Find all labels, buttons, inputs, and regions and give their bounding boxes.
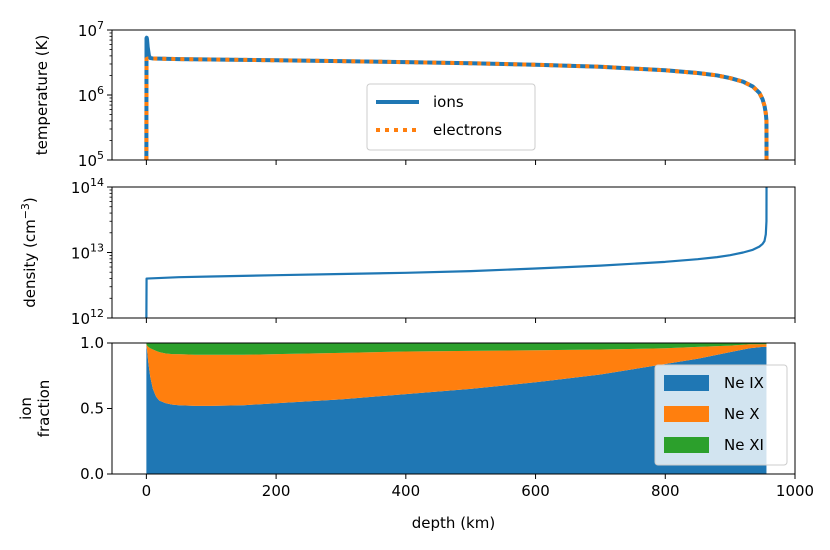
y-axis-label: temperature (K) [33,35,51,156]
y-tick-label: 105 [78,149,104,170]
x-tick-label: 1000 [776,482,814,500]
plot-area [146,343,767,474]
x-axis-label: depth (km) [412,514,495,532]
y-tick-label: 106 [78,84,104,105]
legend-label-electrons: electrons [433,121,502,139]
legend-swatch-ne-x [664,406,709,422]
legend-label-ions: ions [433,93,464,111]
y-axis-label: density (cm−3) [19,197,39,308]
series-line-electrons [144,56,769,160]
axes-frame [111,186,796,319]
y-tick-label: 107 [78,19,104,40]
y-axis-label: fraction [35,380,53,438]
legend-swatch-ne-ix [664,375,709,391]
area-ne-ix [146,345,767,474]
y-tick-label: 0.5 [80,400,104,418]
density-panel: 1012 1013 1014 density (cm−3) [19,176,796,328]
y-tick-label: 1.0 [80,334,104,352]
x-tick-label: 800 [651,482,680,500]
legend: Ne IX Ne X Ne XI [654,364,788,466]
y-tick-label: 0.0 [80,465,104,483]
y-axis-label: ion [17,397,35,420]
legend-label-ne-xi: Ne XI [724,436,764,454]
y-tick-label: 1012 [71,307,104,328]
y-tick-label: 1014 [71,176,104,197]
x-tick-label: 600 [521,482,550,500]
legend-swatch-ne-xi [664,437,709,453]
x-tick-label: 400 [392,482,421,500]
x-tick-label: 0 [142,482,152,500]
legend-label-ne-ix: Ne IX [724,374,764,392]
temperature-panel: 105 106 107 temperature (K) ions electrons [33,19,796,170]
y-tick-label: 1013 [71,242,104,263]
area-ne-xi [146,343,767,355]
plot-area [145,187,768,318]
x-tick-label: 200 [262,482,291,500]
legend: ions electrons [366,83,536,151]
area-ne-x [146,344,767,406]
legend-label-ne-x: Ne X [724,405,760,423]
series-line-density [145,187,768,318]
plot-area [144,35,769,160]
